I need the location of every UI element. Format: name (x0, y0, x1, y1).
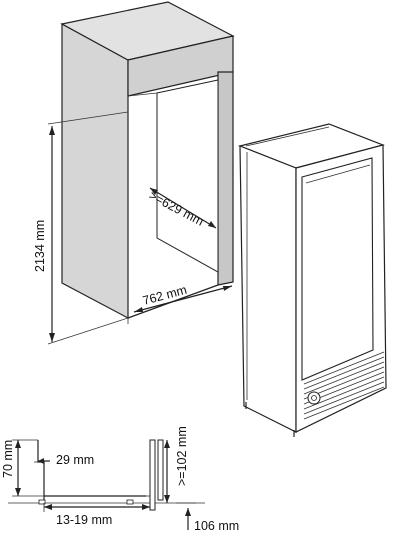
recess-floor-back (156, 237, 219, 273)
base-foot-right (126, 499, 134, 505)
height-dimension: 2134 mm (33, 111, 129, 345)
front-panel-inner (157, 439, 164, 501)
door-offset-label: 13-19 mm (56, 513, 112, 527)
base-foot-left (38, 499, 46, 505)
recess-top-edge (127, 92, 158, 97)
vent-height-label: >=102 mm (175, 426, 189, 486)
fridge-grille (303, 351, 385, 420)
front-panel-outer (149, 439, 156, 511)
toe-kick-depth-label: 29 mm (56, 453, 94, 467)
refrigerator-unit (238, 123, 387, 437)
cabinet-left-panel (61, 22, 129, 319)
cabinet-right-panel (217, 71, 234, 286)
base-section-detail: 70 mm 29 mm 13-19 mm >=102 mm 106 mm (1, 426, 239, 533)
fridge-door (301, 157, 374, 381)
cabinet-height-label: 2134 mm (33, 220, 47, 272)
door-gap-label: 106 mm (194, 519, 239, 533)
cabinet-base-profile (37, 440, 146, 497)
fridge-side (239, 145, 297, 433)
cabinet-enclosure (60, 1, 235, 319)
width-dimension: 762 mm (127, 283, 233, 324)
base-height-label: 70 mm (1, 440, 15, 478)
